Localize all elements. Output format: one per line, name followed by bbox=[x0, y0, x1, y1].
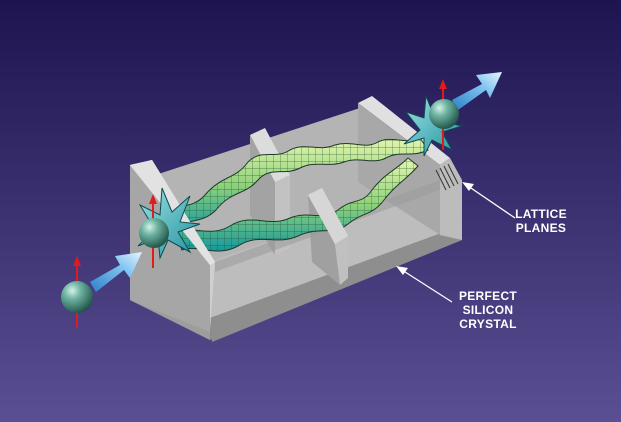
wave-lower-path bbox=[174, 157, 419, 252]
crystal-label-line-2: SILICON bbox=[462, 303, 514, 317]
silicon-crystal-label: PERFECT SILICON CRYSTAL bbox=[448, 289, 528, 331]
neutron-sphere-icon bbox=[61, 281, 93, 313]
lattice-label-line-2: PLANES bbox=[515, 221, 567, 235]
motion-arrow-icon bbox=[452, 72, 502, 110]
lattice-planes-label: LATTICE PLANES bbox=[502, 207, 580, 235]
crystal-label-line-3: CRYSTAL bbox=[459, 317, 517, 331]
crystal-blade-3-top bbox=[308, 188, 348, 244]
crystal-callout-arrow bbox=[396, 266, 453, 303]
lattice-callout-arrow bbox=[462, 182, 516, 219]
neutron-sphere-icon bbox=[429, 99, 459, 129]
entry-scatter bbox=[137, 187, 201, 268]
incoming-neutron bbox=[61, 252, 142, 328]
lattice-plane-lines bbox=[435, 163, 459, 191]
outgoing-neutron bbox=[429, 72, 502, 150]
motion-arrow-icon bbox=[90, 252, 142, 292]
neutron-sphere-icon bbox=[139, 218, 169, 248]
lattice-label-line-1: LATTICE bbox=[515, 207, 567, 221]
crystal-label-line-1: PERFECT bbox=[458, 289, 518, 303]
